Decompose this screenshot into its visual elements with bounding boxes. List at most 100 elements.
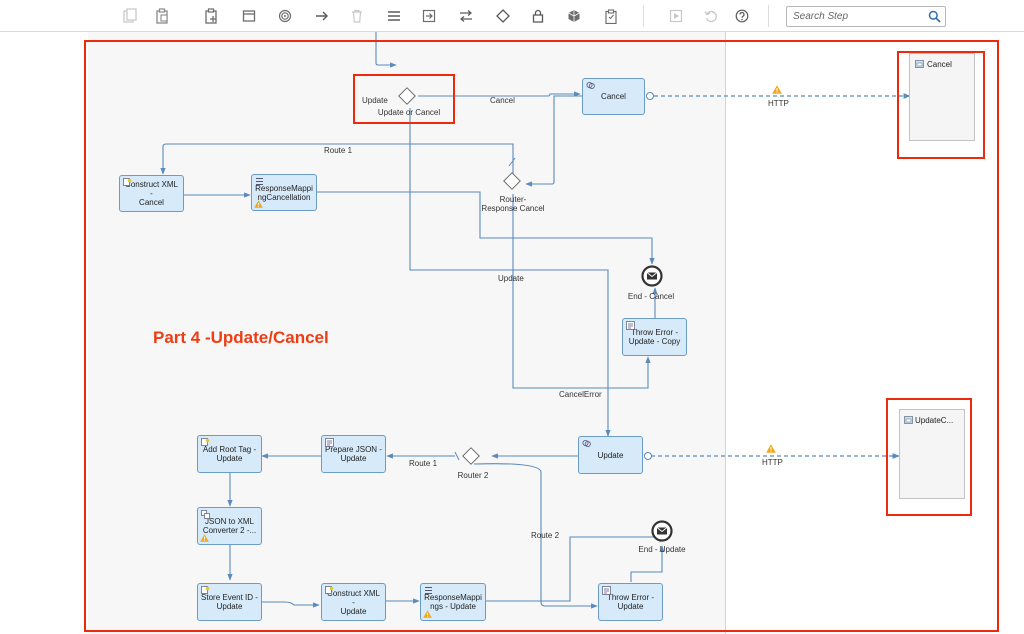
task-label: Throw Error - Update	[606, 593, 655, 611]
add-step-icon[interactable]	[200, 5, 222, 27]
event-target-icon[interactable]	[274, 5, 296, 27]
task-response-mappings-update[interactable]: ResponseMappi ngs - Update	[420, 583, 486, 621]
flow-throw-to-end-update[interactable]	[630, 545, 665, 582]
mapping-icon	[424, 586, 433, 595]
converter-icon	[201, 510, 210, 519]
content-modifier-icon	[201, 586, 210, 595]
toolbar	[0, 0, 1024, 32]
copy-icon[interactable]	[119, 5, 141, 27]
default-flow-marker	[454, 451, 460, 461]
event-label-end-update: End - Update	[638, 545, 686, 554]
toolbar-separator	[768, 5, 769, 27]
end-event-update[interactable]	[651, 520, 673, 542]
search-icon[interactable]	[928, 10, 941, 23]
flow-route1-top[interactable]	[160, 143, 514, 175]
flow-cancel-to-router[interactable]	[525, 95, 582, 187]
warning-icon	[423, 610, 432, 618]
task-construct-xml-cancel[interactable]: Construct XML - Cancel	[119, 175, 184, 212]
package-icon[interactable]	[563, 5, 585, 27]
mapping-icon[interactable]	[418, 5, 440, 27]
flow-mapping-to-end-cancel[interactable]	[317, 191, 655, 265]
message-flow-origin-update	[644, 452, 652, 460]
play-icon[interactable]	[665, 5, 687, 27]
script-icon	[626, 321, 635, 330]
gateway-router-2[interactable]	[462, 447, 480, 465]
task-label: Add Root Tag - Update	[202, 445, 257, 463]
participant-icon[interactable]	[238, 5, 260, 27]
flow-label-http-bottom: HTTP	[762, 458, 783, 467]
task-throw-error-update-copy[interactable]: Throw Error - Update - Copy	[622, 318, 687, 356]
receiver-update[interactable]: UpdateC...	[899, 409, 965, 499]
content-modifier-icon	[123, 178, 132, 187]
connectors-layer	[160, 32, 911, 609]
clipboard-icon[interactable]	[600, 5, 622, 27]
task-throw-error-update[interactable]: Throw Error - Update	[598, 583, 663, 621]
highlight-update-receiver	[886, 398, 972, 516]
help-icon[interactable]	[731, 5, 753, 27]
gateway-label-router-2: Router 2	[457, 471, 489, 480]
warning-icon	[772, 85, 782, 94]
menu-list-icon[interactable]	[383, 5, 405, 27]
task-label: Construct XML - Update	[327, 588, 380, 616]
flow-store-to-construct[interactable]	[262, 601, 320, 608]
flow-label-cancel: Cancel	[490, 96, 515, 105]
search-input[interactable]	[793, 9, 921, 23]
flow-cancel-error[interactable]	[512, 194, 651, 389]
flow-route2[interactable]	[473, 463, 598, 609]
warning-icon	[254, 200, 263, 208]
task-label: Cancel	[601, 92, 626, 101]
end-event-cancel[interactable]	[641, 265, 663, 287]
undo-icon[interactable]	[700, 5, 722, 27]
flow-start-to-gateway[interactable]	[375, 32, 397, 68]
receiver-icon	[904, 416, 913, 424]
content-modifier-icon	[201, 438, 210, 447]
task-label: ResponseMappi ngCancellation	[255, 183, 313, 202]
toolbar-separator	[643, 5, 644, 27]
task-label: Construct XML - Cancel	[125, 180, 178, 207]
receiver-cancel[interactable]: Cancel	[909, 53, 975, 141]
swap-icon[interactable]	[455, 5, 477, 27]
script-icon	[325, 438, 334, 447]
highlight-cancel-receiver	[897, 51, 985, 159]
gateway-router-response-cancel[interactable]	[503, 172, 521, 190]
gateway-icon[interactable]	[492, 5, 514, 27]
task-label: Store Event ID - Update	[201, 593, 258, 611]
task-update[interactable]: Update	[578, 436, 643, 474]
flow-label-route-2: Route 2	[531, 531, 560, 540]
gateway-update-or-cancel[interactable]	[398, 87, 416, 105]
connect-arrow-icon[interactable]	[311, 5, 333, 27]
request-reply-icon	[582, 439, 591, 448]
delete-icon[interactable]	[346, 5, 368, 27]
task-store-event-id-update[interactable]: Store Event ID - Update	[197, 583, 262, 621]
paste-icon[interactable]	[151, 5, 173, 27]
pool-divider	[725, 32, 726, 634]
flow-label-http-top: HTTP	[768, 99, 789, 108]
flow-update-mid[interactable]	[409, 108, 611, 437]
flow-label-route-1-top: Route 1	[324, 146, 353, 155]
flow-label-cancel-error: CancelError	[559, 390, 602, 399]
integration-process-pool[interactable]	[88, 32, 725, 634]
highlight-part-4-region	[84, 40, 999, 632]
flow-label-update-in: Update	[362, 96, 388, 105]
task-cancel[interactable]: Cancel	[582, 78, 645, 115]
task-label: Update	[597, 450, 624, 460]
flow-cancel[interactable]	[418, 91, 581, 97]
request-reply-icon	[586, 81, 595, 90]
search-box	[786, 6, 946, 27]
task-prepare-json-update[interactable]: Prepare JSON - Update	[321, 435, 386, 473]
integration-flow-canvas[interactable]: Cancel UpdateC... Construct XML - Cancel…	[0, 32, 1024, 634]
lock-icon[interactable]	[527, 5, 549, 27]
flow-label-route-1-bottom: Route 1	[409, 459, 438, 468]
event-label-end-cancel: End - Cancel	[627, 292, 675, 301]
warning-icon	[200, 534, 209, 542]
task-response-mapping-cancellation[interactable]: ResponseMappi ngCancellation	[251, 174, 317, 211]
task-construct-xml-update[interactable]: Construct XML - Update	[321, 583, 386, 621]
task-json-to-xml-converter[interactable]: JSON to XML Converter 2 -...	[197, 507, 262, 545]
receiver-label: UpdateC...	[915, 416, 954, 425]
content-modifier-icon	[325, 586, 334, 595]
receiver-label: Cancel	[927, 60, 952, 69]
task-label: ResponseMappi ngs - Update	[424, 593, 482, 611]
mapping-icon	[255, 177, 264, 186]
flow-label-update-mid: Update	[498, 274, 524, 283]
task-add-root-tag-update[interactable]: Add Root Tag - Update	[197, 435, 262, 473]
